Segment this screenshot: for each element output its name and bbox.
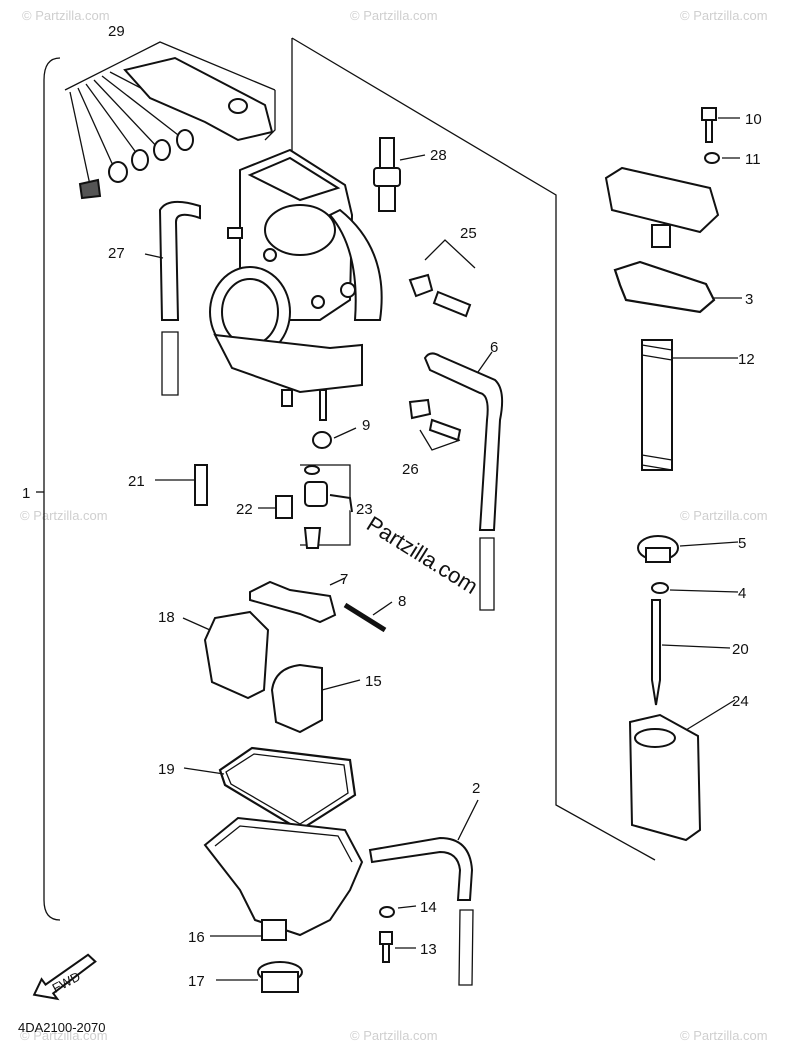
mixing-chamber-cap xyxy=(604,166,720,248)
part-4-clip xyxy=(651,582,739,594)
callout-28: 28 xyxy=(430,147,447,164)
watermark-main: Partzilla.com xyxy=(362,511,482,599)
callout-18: 18 xyxy=(158,609,175,626)
carburetor-body xyxy=(209,148,383,421)
callout-14: 14 xyxy=(420,899,437,916)
part-6-hose xyxy=(423,351,504,611)
callout-9: 9 xyxy=(362,417,370,434)
part-13-14-16-17-hardware xyxy=(216,905,417,993)
callout-2: 2 xyxy=(472,780,480,797)
callout-12: 12 xyxy=(738,351,755,368)
assembly-bracket xyxy=(43,57,61,921)
fwd-label: FWD xyxy=(50,969,83,996)
watermark: © Partzilla.com xyxy=(680,8,768,23)
callout-5: 5 xyxy=(738,535,746,552)
fwd-arrow: FWD xyxy=(32,953,97,1001)
watermark: © Partzilla.com xyxy=(350,8,438,23)
callout-20: 20 xyxy=(732,641,749,658)
watermark: © Partzilla.com xyxy=(680,1028,768,1043)
callout-26: 26 xyxy=(402,461,419,478)
callout-23: 23 xyxy=(356,501,373,518)
part-8-pin xyxy=(343,601,393,633)
part-7-float-arm xyxy=(249,577,346,624)
callout-13: 13 xyxy=(420,941,437,958)
callout-11: 11 xyxy=(745,151,761,168)
callout-4: 4 xyxy=(738,585,746,602)
part-11-washer xyxy=(704,152,740,164)
part-15-float xyxy=(270,663,361,734)
part-26-screw-set xyxy=(408,398,462,451)
part-2-hose xyxy=(368,799,479,986)
part-29-hardware-set xyxy=(64,41,276,200)
part-25-screw-set xyxy=(408,239,476,318)
callout-10: 10 xyxy=(745,111,762,128)
watermark: © Partzilla.com xyxy=(350,1028,438,1043)
callout-22: 22 xyxy=(236,501,253,518)
part-19-gasket xyxy=(183,746,357,832)
callout-19: 19 xyxy=(158,761,175,778)
part-24-throttle-valve xyxy=(628,699,736,842)
watermark: © Partzilla.com xyxy=(680,508,768,523)
callout-16: 16 xyxy=(188,929,205,946)
watermark: © Partzilla.com xyxy=(22,8,110,23)
part-9-23-22-21-jets xyxy=(155,427,357,549)
callout-29: 29 xyxy=(108,23,125,40)
part-18-float xyxy=(182,610,270,700)
part-27-hose xyxy=(144,200,201,396)
part-10-screw xyxy=(701,107,740,143)
part-20-needle xyxy=(651,599,731,706)
callout-6: 6 xyxy=(490,339,498,356)
callout-24: 24 xyxy=(732,693,749,710)
callout-17: 17 xyxy=(188,973,205,990)
part-12-spring xyxy=(641,339,738,471)
callout-labels: 1 2 3 4 5 6 7 8 9 10 11 12 13 14 15 16 1… xyxy=(22,23,762,990)
callout-25: 25 xyxy=(460,225,477,242)
callout-7: 7 xyxy=(340,571,348,588)
callout-27: 27 xyxy=(108,245,125,262)
part-28-fitting xyxy=(373,137,426,212)
assembly-outline xyxy=(291,37,656,861)
callout-21: 21 xyxy=(128,473,145,490)
callout-8: 8 xyxy=(398,593,406,610)
callout-3: 3 xyxy=(745,291,753,308)
callout-15: 15 xyxy=(365,673,382,690)
float-bowl xyxy=(203,816,364,941)
diagram-code: 4DA2100-2070 xyxy=(18,1020,105,1035)
part-5-holder xyxy=(637,535,739,563)
watermark: © Partzilla.com xyxy=(20,508,108,523)
watermark: © Partzilla.com xyxy=(20,1028,108,1043)
callout-1: 1 xyxy=(22,485,30,502)
part-3-gasket xyxy=(613,260,742,314)
